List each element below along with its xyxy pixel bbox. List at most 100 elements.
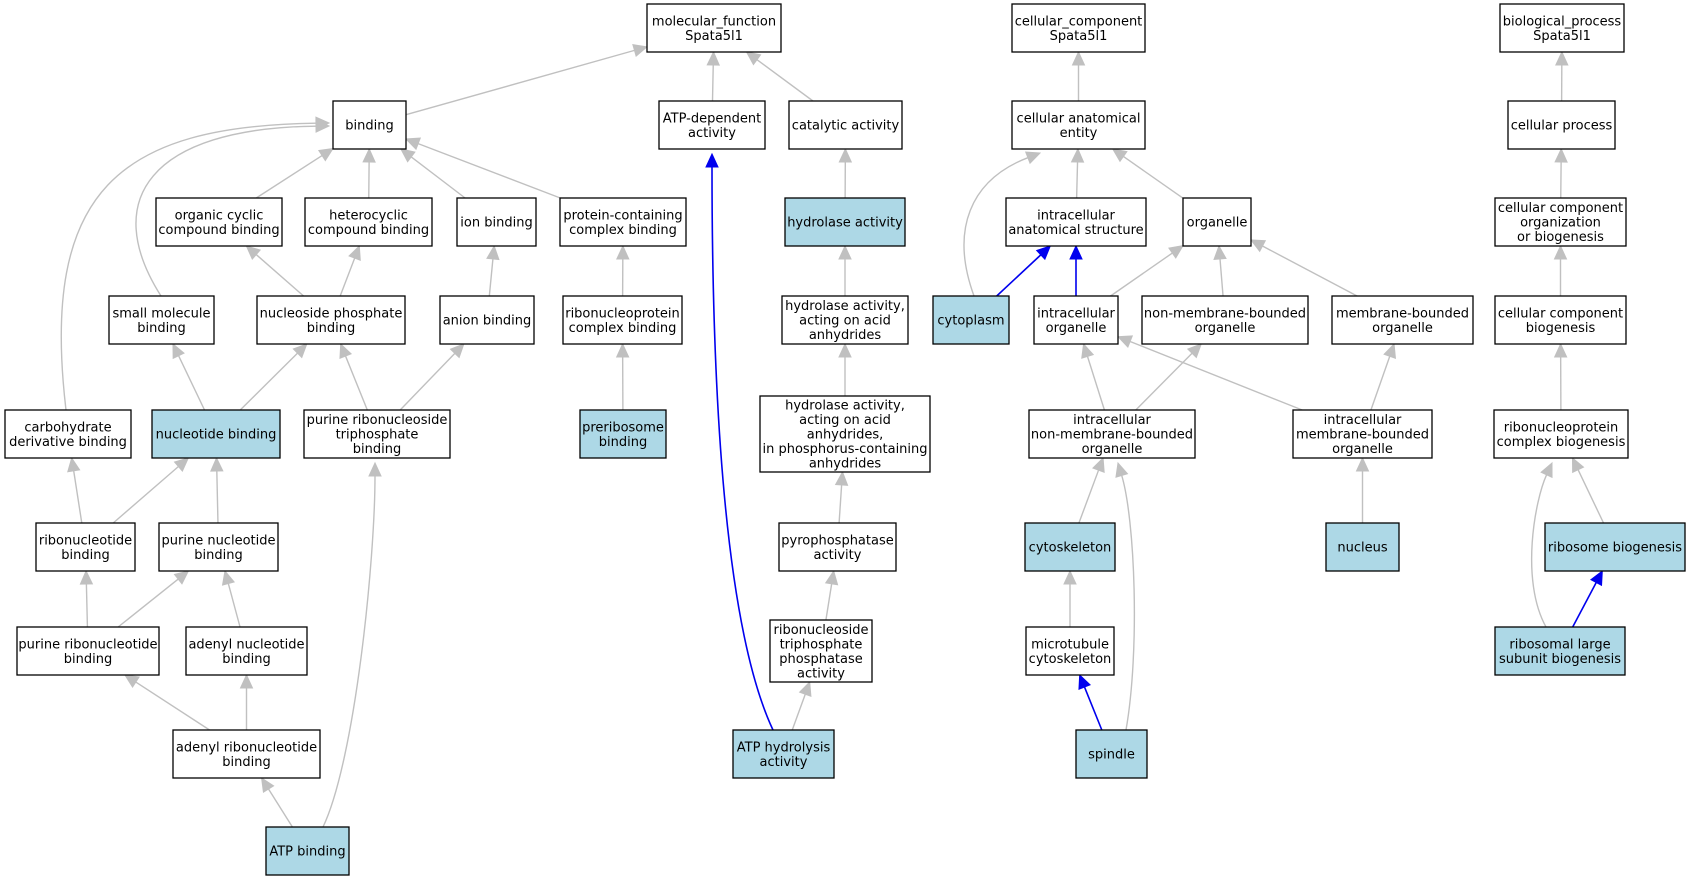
node-rnts-phosphatase[interactable]: ribonucleosidetriphosphatephosphataseact…	[769, 619, 873, 683]
node-nucleus[interactable]: nucleus	[1325, 522, 1400, 572]
node-box	[158, 522, 279, 572]
node-cellular-process[interactable]: cellular process	[1507, 100, 1616, 150]
node-ion-binding[interactable]: ion binding	[456, 197, 537, 247]
node-box	[1331, 295, 1474, 345]
edge-line	[1129, 340, 1303, 411]
edge-purine_rnts-to-nuc_phos	[339, 342, 368, 411]
arrowhead-icon	[486, 244, 500, 261]
edge-org_cyclic-to-binding	[255, 147, 335, 199]
node-label-line: purine nucleotide	[162, 533, 276, 548]
node-hydro-phos[interactable]: hydrolase activity,acting on acidanhydri…	[759, 395, 931, 473]
node-label-line: entity	[1060, 126, 1098, 141]
node-intra-nonmem[interactable]: intracellularnon-membrane-boundedorganel…	[1028, 409, 1196, 459]
edge-line	[1123, 155, 1184, 199]
arrowhead-icon	[1024, 151, 1042, 165]
node-box	[1544, 522, 1686, 572]
node-label-line: ATP-dependent	[663, 111, 761, 126]
node-label-line: binding	[222, 652, 270, 667]
arrowhead-icon	[292, 343, 308, 359]
edge-line	[60, 122, 317, 411]
edge-binding-to-mf_root	[405, 43, 649, 116]
node-hydrolase[interactable]: hydrolase activity	[784, 197, 906, 247]
arrowhead-icon	[1554, 147, 1568, 163]
node-organelle[interactable]: organelle	[1182, 197, 1252, 247]
arrowhead-icon	[1116, 335, 1134, 349]
node-cytoskeleton[interactable]: cytoskeleton	[1024, 522, 1116, 572]
node-spindle[interactable]: spindle	[1075, 729, 1148, 779]
edge-line	[1110, 252, 1173, 297]
node-label-line: acting on acid	[799, 413, 891, 428]
node-label-line: intracellular	[1073, 413, 1151, 428]
node-label-line: binding	[61, 548, 109, 563]
edge-atp_dep-to-mf_root	[706, 50, 721, 102]
edge-hydro_phos-to-hydro_acid	[838, 342, 852, 396]
edge-anion-to-ion_binding	[486, 244, 500, 297]
node-box	[778, 522, 897, 572]
edge-intra_mem-to-intra_org	[1116, 335, 1303, 411]
node-label-line: ribonucleoprotein	[565, 306, 680, 321]
node-box	[35, 522, 136, 572]
node-label-line: molecular_function	[652, 14, 776, 29]
arrowhead-icon	[399, 148, 416, 163]
arrowhead-icon	[632, 43, 649, 58]
edge-purine_rnt-to-purine_nuc	[117, 570, 190, 628]
edge-atp_binding-to-adenyl_rnt	[260, 776, 293, 828]
node-box	[304, 197, 433, 247]
node-binding[interactable]: binding	[332, 100, 407, 150]
node-label-line: binding	[353, 442, 401, 457]
edge-line	[117, 578, 179, 628]
node-hydro-acid[interactable]: hydrolase activity,acting on acidanhydri…	[781, 295, 909, 345]
node-ribo-biogen[interactable]: ribosome biogenesis	[1544, 522, 1686, 572]
arrowhead-icon	[616, 244, 630, 260]
edge-line	[711, 64, 714, 102]
node-atp-binding[interactable]: ATP binding	[265, 826, 350, 876]
node-box	[932, 295, 1010, 345]
node-anion[interactable]: anion binding	[439, 295, 535, 345]
edge-line	[963, 157, 1029, 297]
edge-atp_hydrolysis-to-rnts_phosphatase	[791, 680, 812, 731]
node-box	[1182, 197, 1252, 247]
edge-ion_binding-to-binding	[399, 148, 466, 199]
node-label-line: ribosome biogenesis	[1548, 541, 1682, 556]
node-label-line: phosphatase	[779, 652, 863, 667]
node-label-line: or biogenesis	[1517, 230, 1604, 245]
node-cytoplasm[interactable]: cytoplasm	[932, 295, 1010, 345]
node-label-line: heterocyclic	[329, 208, 408, 223]
node-label-line: nucleus	[1337, 541, 1387, 556]
node-box	[781, 295, 909, 345]
node-catalytic[interactable]: catalytic activity	[788, 100, 903, 150]
node-nucleotide[interactable]: nucleotide binding	[151, 409, 281, 459]
edge-catalytic-to-mf_root	[745, 51, 814, 102]
